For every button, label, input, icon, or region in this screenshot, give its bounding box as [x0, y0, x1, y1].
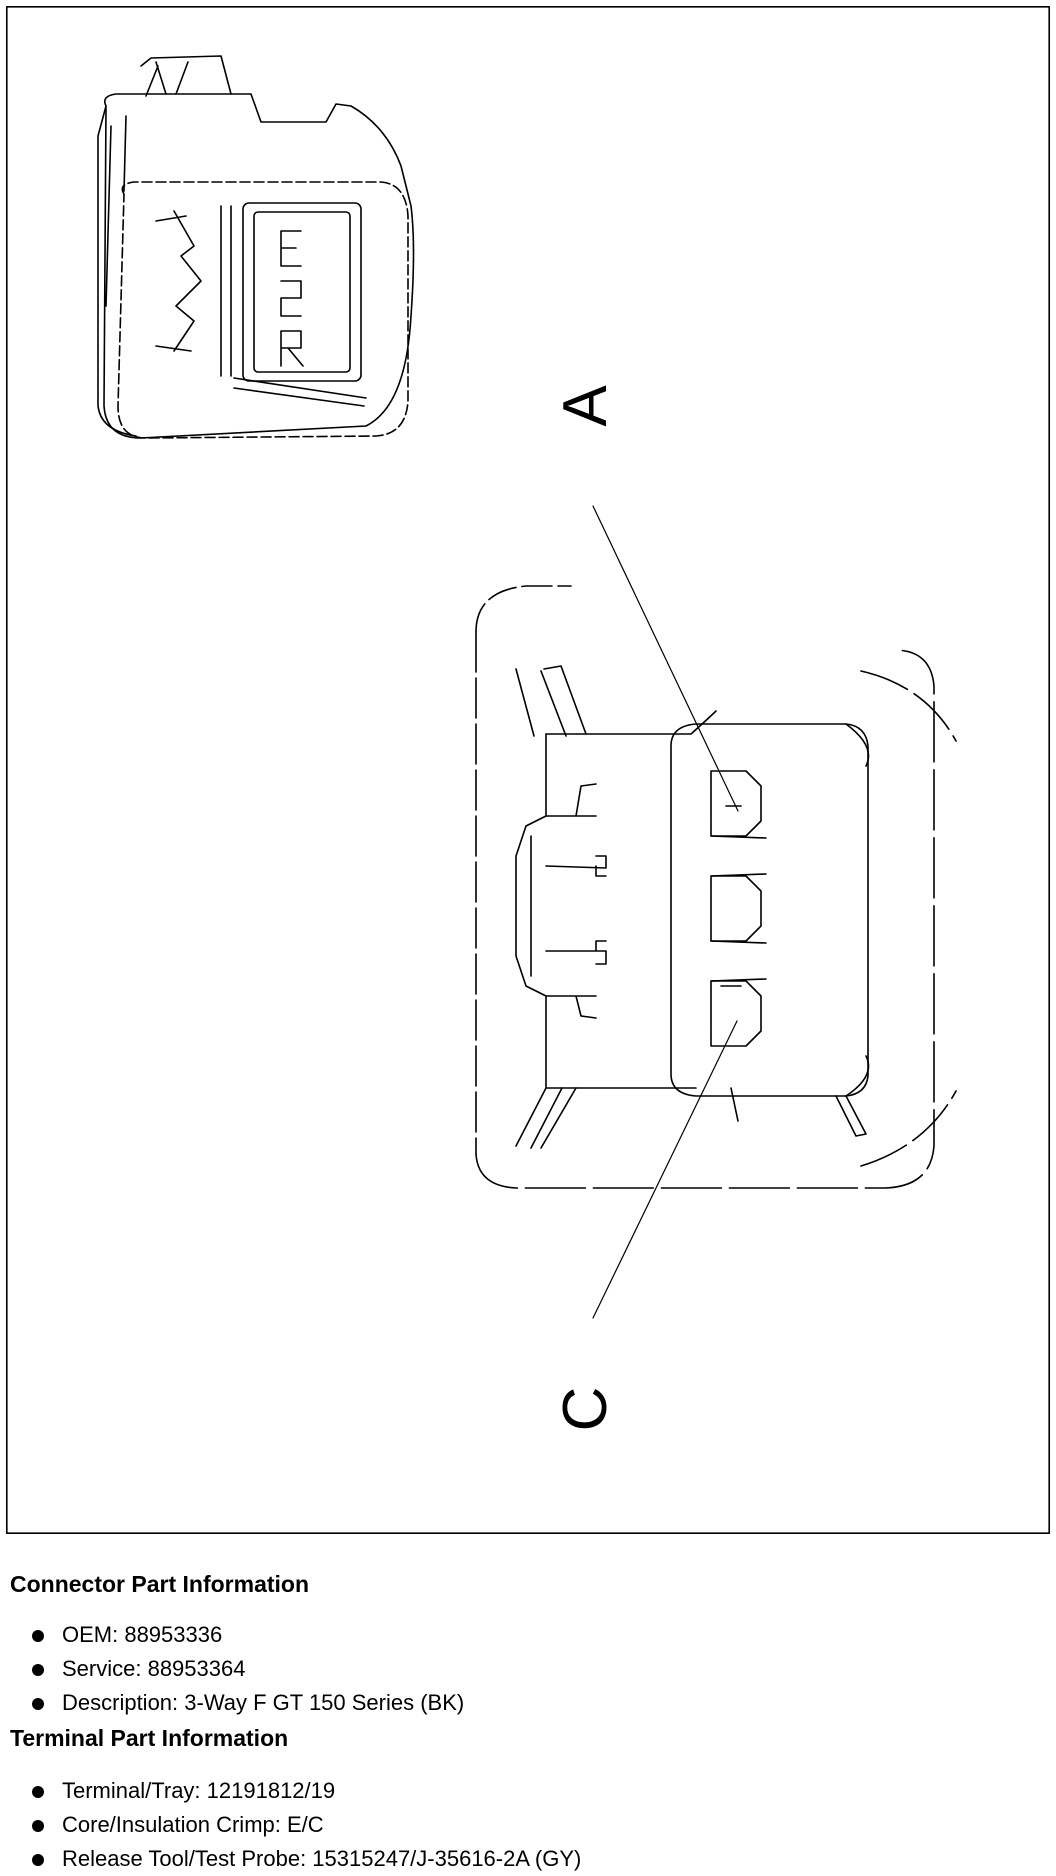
list-item: Description: 3-Way F GT 150 Series (BK) — [10, 1686, 1040, 1720]
bullet-icon — [32, 1664, 44, 1676]
list-item: OEM: 88953336 — [10, 1618, 1040, 1652]
connector-info-title: Connector Part Information — [10, 1571, 310, 1597]
bullet-icon — [32, 1820, 44, 1832]
connector-3d-view — [97, 55, 415, 439]
bullet-icon — [32, 1698, 44, 1710]
terminal-cavity-a — [710, 770, 767, 839]
list-item: Core/Insulation Crimp: E/C — [10, 1808, 1040, 1842]
connector-diagram: A C — [6, 6, 1050, 1534]
bullet-icon — [32, 1854, 44, 1866]
terminal-info-list: Terminal/Tray: 12191812/19 Core/Insulati… — [10, 1774, 1040, 1876]
terminal-cavity-c — [710, 978, 767, 1047]
bullet-icon — [32, 1786, 44, 1798]
list-item-text: OEM: 88953336 — [62, 1622, 223, 1647]
list-item-text: Core/Insulation Crimp: E/C — [62, 1812, 324, 1837]
connector-info-list: OEM: 88953336 Service: 88953364 Descript… — [10, 1618, 1040, 1720]
connector-face-view — [475, 585, 957, 1189]
list-item: Release Tool/Test Probe: 15315247/J-3561… — [10, 1842, 1040, 1876]
list-item-text: Description: 3-Way F GT 150 Series (BK) — [62, 1690, 465, 1715]
connector-marking — [280, 230, 304, 367]
leader-line-a — [592, 505, 739, 812]
label-c: C — [551, 1387, 620, 1432]
terminal-cavity-b — [710, 873, 767, 944]
list-item-text: Terminal/Tray: 12191812/19 — [62, 1778, 336, 1803]
list-item-text: Service: 88953364 — [62, 1656, 246, 1681]
part-information: Connector Part Information OEM: 88953336… — [10, 1570, 1040, 1876]
figure-frame — [6, 6, 1050, 1534]
list-item-text: Release Tool/Test Probe: 15315247/J-3561… — [62, 1846, 582, 1871]
terminal-info-title: Terminal Part Information — [10, 1725, 289, 1751]
leader-line-c — [592, 1020, 738, 1319]
list-item: Terminal/Tray: 12191812/19 — [10, 1774, 1040, 1808]
label-a: A — [551, 385, 620, 427]
list-item: Service: 88953364 — [10, 1652, 1040, 1686]
bullet-icon — [32, 1630, 44, 1642]
